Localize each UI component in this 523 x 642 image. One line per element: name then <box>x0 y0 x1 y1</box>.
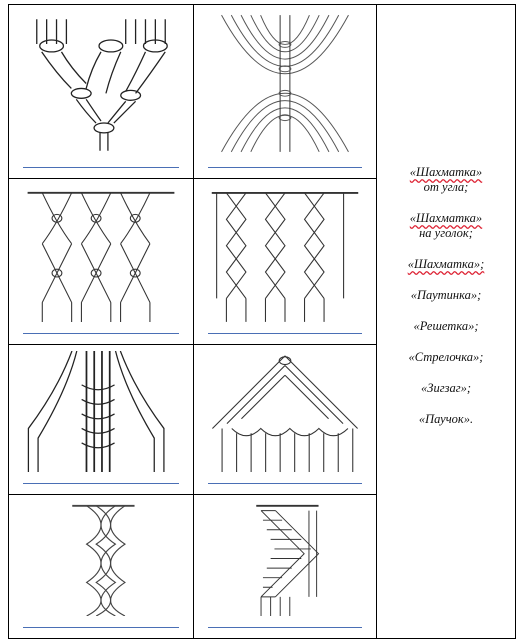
macrame-pattern-image-3 <box>17 185 185 322</box>
macrame-pattern-image-5 <box>17 351 185 472</box>
macrame-pattern-image-1 <box>17 11 185 156</box>
pattern-name-item: «Зигзаг»; <box>383 381 509 396</box>
answer-line[interactable] <box>208 483 362 484</box>
cell-3 <box>9 179 194 345</box>
cell-7 <box>9 495 194 639</box>
macrame-pattern-image-7 <box>17 501 185 616</box>
cell-2 <box>194 5 377 179</box>
cell-8 <box>194 495 377 639</box>
macrame-pattern-image-2 <box>202 11 368 156</box>
names-cell: «Шахматка»от угла; «Шахматка»на уголок; … <box>377 5 516 639</box>
pattern-name-item: «Решетка»; <box>383 319 509 334</box>
macrame-pattern-image-8 <box>202 501 368 616</box>
pattern-name-item: «Стрелочка»; <box>383 350 509 365</box>
macrame-pattern-image-4 <box>202 185 368 322</box>
pattern-name-item: «Шахматка»на уголок; <box>383 211 509 241</box>
pattern-names-list: «Шахматка»от угла; «Шахматка»на уголок; … <box>377 165 515 427</box>
answer-line[interactable] <box>208 167 362 168</box>
answer-line[interactable] <box>23 333 179 334</box>
answer-line[interactable] <box>208 627 362 628</box>
pattern-name-item: «Паучок». <box>383 412 509 427</box>
answer-line[interactable] <box>23 483 179 484</box>
pattern-name-item: «Шахматка»от угла; <box>383 165 509 195</box>
pattern-name-item: «Шахматка»; <box>383 257 509 272</box>
cell-6 <box>194 345 377 495</box>
cell-4 <box>194 179 377 345</box>
macrame-pattern-image-6 <box>202 351 368 472</box>
pattern-name-item: «Паутинка»; <box>383 288 509 303</box>
answer-line[interactable] <box>23 627 179 628</box>
cell-1 <box>9 5 194 179</box>
answer-line[interactable] <box>208 333 362 334</box>
cell-5 <box>9 345 194 495</box>
exercise-table: «Шахматка»от угла; «Шахматка»на уголок; … <box>8 4 516 639</box>
answer-line[interactable] <box>23 167 179 168</box>
